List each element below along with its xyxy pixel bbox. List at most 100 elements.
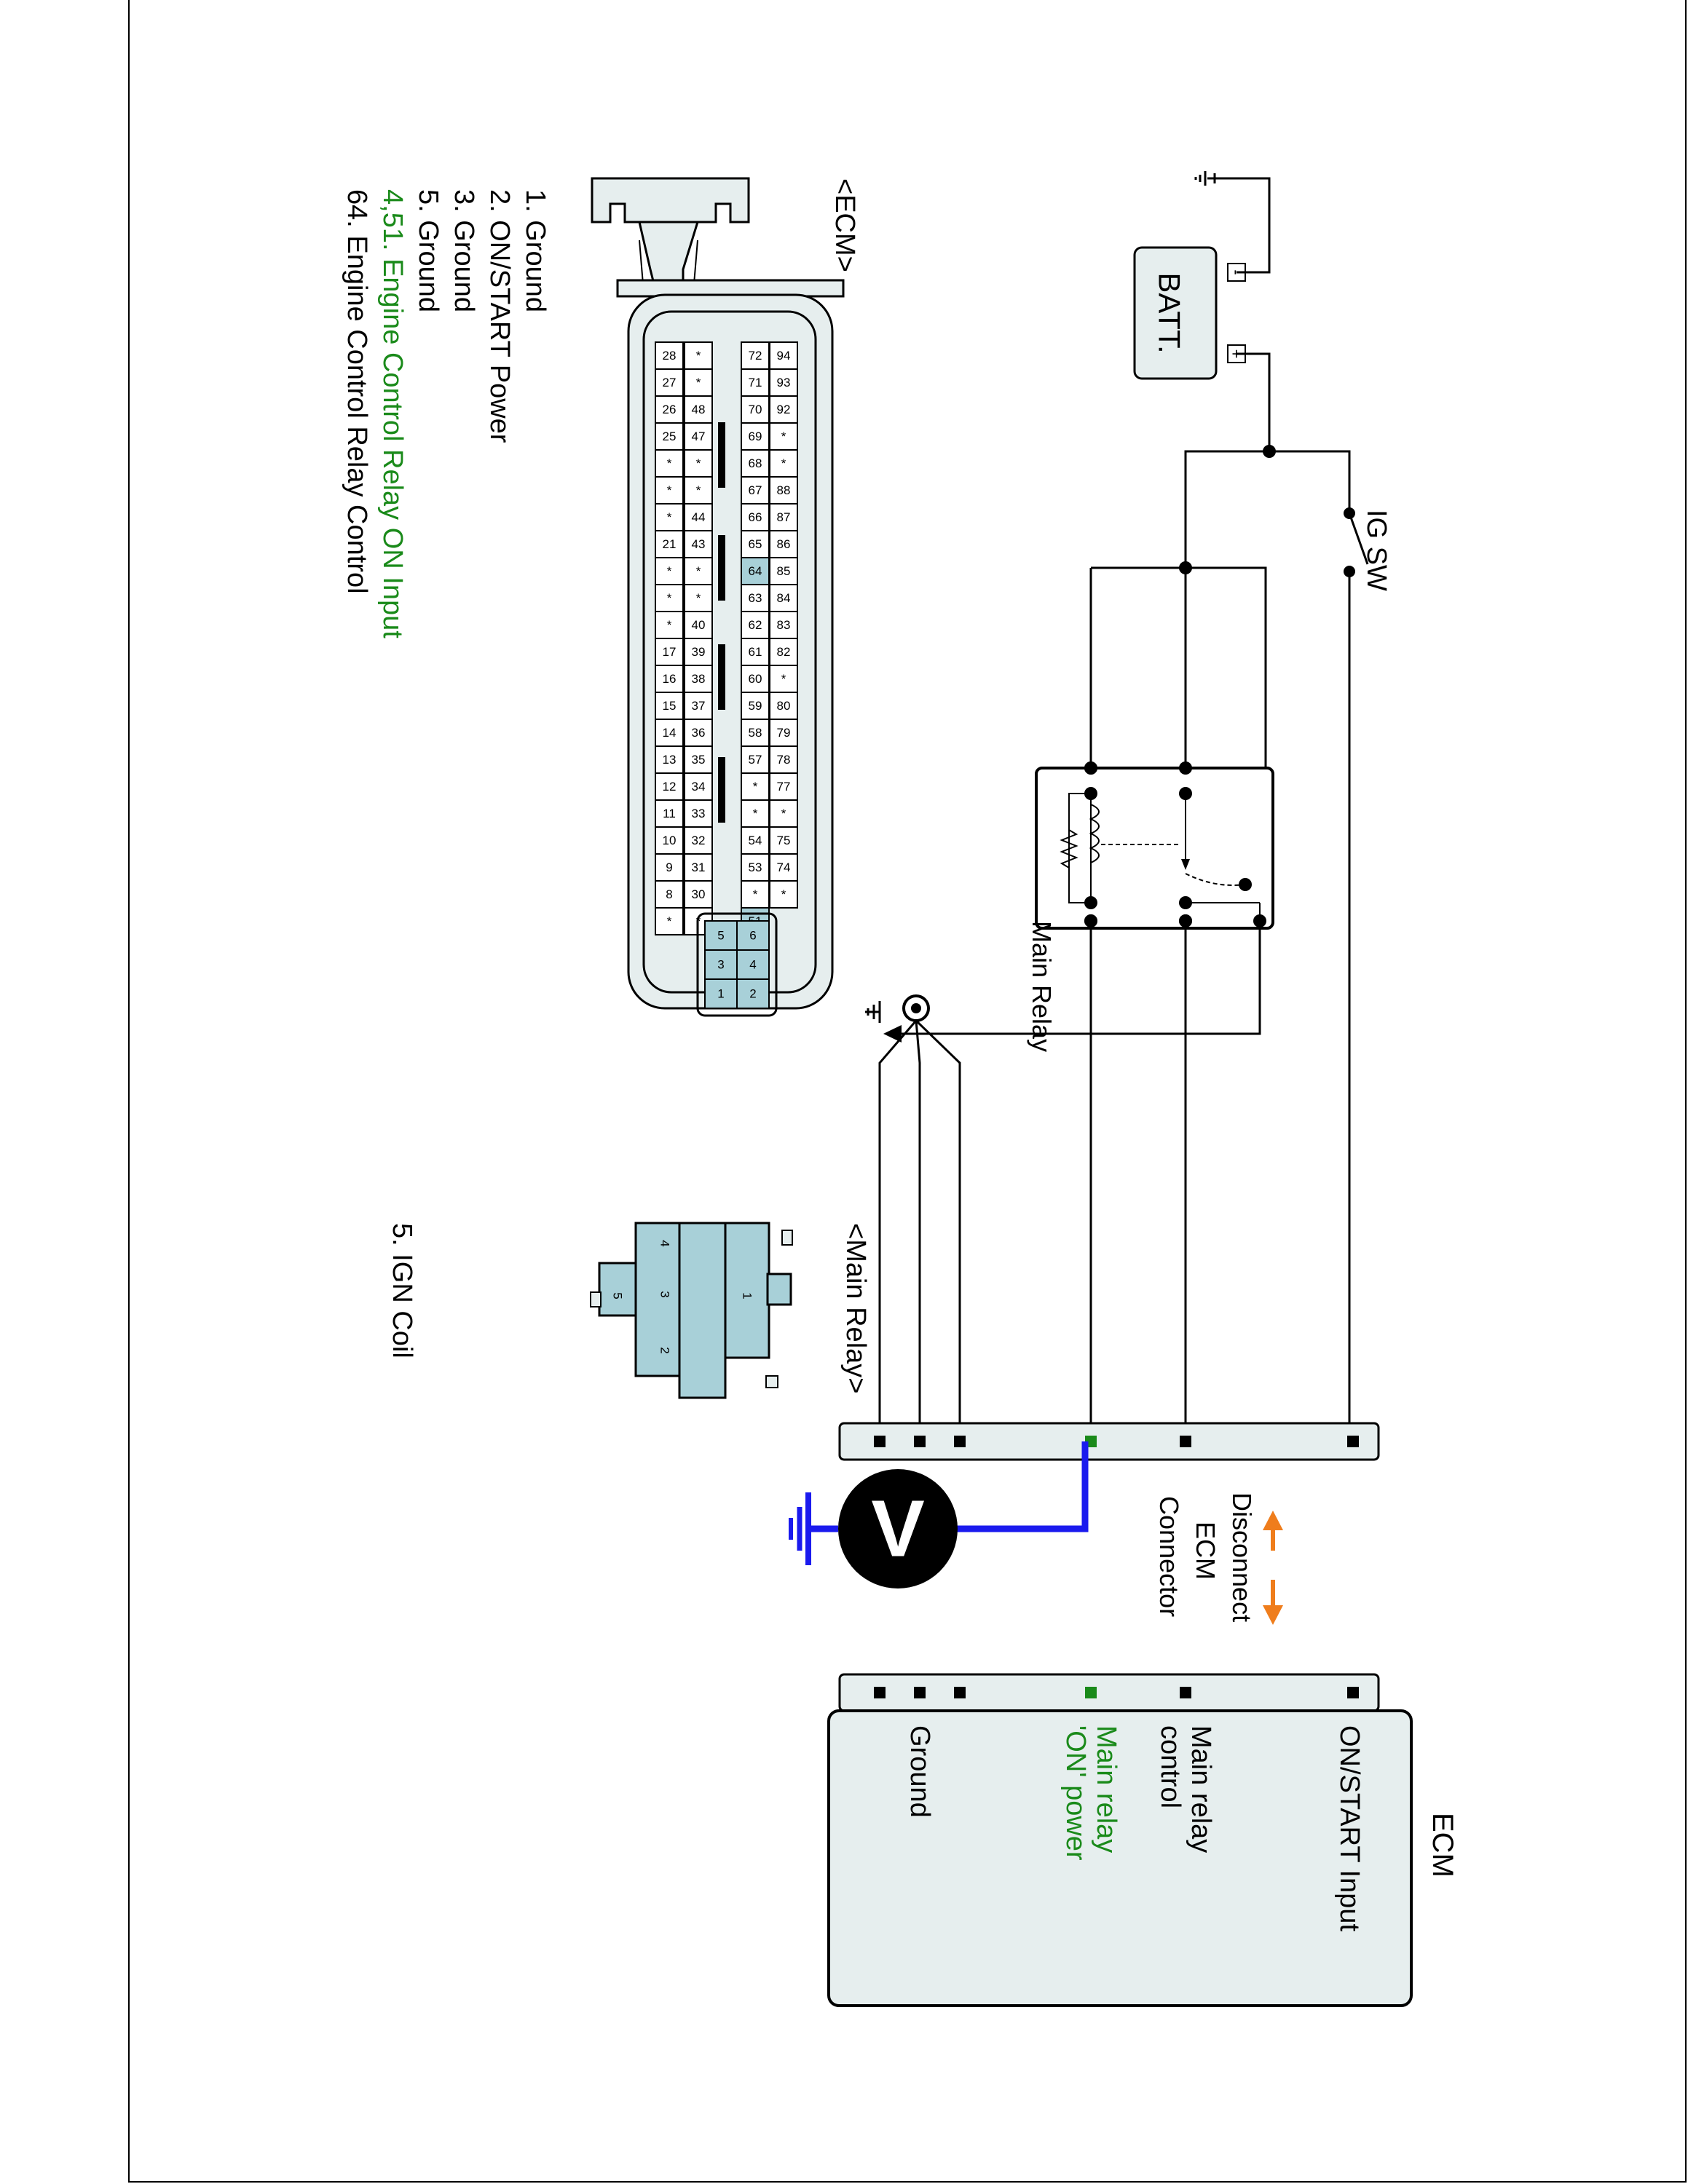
main-relay-connector-title: <Main Relay> [840, 1223, 871, 1393]
ig-switch-blade [1348, 513, 1369, 565]
ecm-pin-label: 60 [749, 672, 762, 686]
ecm-legend-item: 4,51. Engine Control Relay ON Input [377, 189, 408, 638]
ecm-pin-label: 58 [749, 726, 762, 740]
ecm-pin-label: * [696, 483, 701, 497]
ecm-pin-label: 54 [749, 834, 762, 847]
battery-positive-wire [1237, 352, 1271, 451]
ecm-pin-label: 94 [777, 349, 791, 363]
relay-output-wire [902, 921, 1261, 1035]
ecm-key [718, 535, 725, 601]
voltmeter [838, 1469, 958, 1588]
ecm-pin-label: 68 [749, 456, 762, 470]
ecm-pin-label: 64 [749, 564, 762, 578]
ecm-power-block-frame [696, 912, 778, 1017]
relay-pin-4: 4 [658, 1240, 672, 1246]
ecm-pin-label: 12 [663, 780, 677, 794]
voltmeter-symbol: V [871, 1484, 924, 1574]
ecm-legend-item: 5. Ground [413, 189, 443, 312]
ecm-pin-label: 67 [749, 483, 762, 497]
ecm-pin-label: * [667, 510, 672, 524]
ecm-pin-label: 63 [749, 591, 762, 605]
ecm-pin-label: 66 [749, 510, 762, 524]
ecm-pin-label: 36 [692, 726, 706, 740]
battery-ground-wire [1215, 177, 1271, 274]
ig-switch-label: IG SW [1361, 510, 1392, 591]
ecm-pin-label: 84 [777, 591, 791, 605]
ecm-pin-label: * [667, 564, 672, 578]
ecm-pin-label: 61 [749, 645, 762, 659]
ecm-power-pin-label: 4 [749, 958, 756, 972]
ecm-pin-label: * [696, 564, 701, 578]
ecm-box-pin-label: ON/START Input [1334, 1725, 1365, 1931]
ecm-pin-label: 53 [749, 860, 762, 874]
ecm-power-pin-cell [704, 978, 738, 1009]
ecm-pin-label: 27 [663, 376, 677, 389]
ecm-connector-title: <ECM> [829, 178, 860, 272]
ecm-pin-label: 74 [777, 860, 791, 874]
relay-coil [1089, 804, 1100, 863]
ecm-connector-latch [591, 177, 750, 223]
ecm-pin-label: 93 [777, 376, 791, 389]
ecm-connector: <ECM> 949392**88878685848382*80797877*75… [591, 177, 860, 1017]
ecm-pin-label: 92 [777, 403, 791, 416]
ecm-pin-label: 80 [777, 699, 791, 713]
ecm-pin-label: 10 [663, 834, 677, 847]
ecm-pin-label: * [781, 807, 786, 820]
relay-pin-1-box [724, 1222, 770, 1359]
ecm-pin-label: 14 [663, 726, 677, 740]
ecm-pin-label: * [781, 887, 786, 901]
ecm-pin-label: * [667, 483, 672, 497]
ecm-pin-label: 38 [692, 672, 706, 686]
main-relay-legend: 5. IGN Coil [387, 1223, 417, 1358]
battery-label: BATT. [1153, 272, 1187, 353]
ecm-pin-label: 21 [663, 537, 677, 551]
ecm-legend-item: 64. Engine Control Relay Control [342, 189, 372, 594]
ecm-pin-label: 59 [749, 699, 762, 713]
ecm-pin-label: 82 [777, 645, 791, 659]
ecm-power-pin-label: 3 [717, 958, 724, 972]
ecm-legend-item: 2. ON/START Power [484, 189, 515, 443]
ecm-pin-label: 69 [749, 430, 762, 443]
ecm-pin-label: 78 [777, 753, 791, 767]
ecm-box-title: ECM [1427, 1813, 1459, 1878]
ecm-pin-label: 72 [749, 349, 762, 363]
ecm-pin-label: 34 [692, 780, 706, 794]
ecm-pin-label: 87 [777, 510, 791, 524]
ecm-pin-label: 39 [692, 645, 706, 659]
ecm-pin-label: 47 [692, 430, 706, 443]
ecm-pin-label: 11 [663, 807, 676, 820]
ecm-pin-label: * [696, 456, 701, 470]
ecm-pin-label: 40 [692, 618, 706, 632]
ecm-box-pin-label: Main relay [1091, 1725, 1121, 1853]
ecm-pin-label: 8 [666, 887, 672, 901]
ecm-power-pin-label: 6 [749, 929, 756, 943]
ecm-pin-label: 43 [692, 537, 706, 551]
ecm-pin-label: 62 [749, 618, 762, 632]
ecm-pin-label: 37 [692, 699, 706, 713]
ecm-pin-cell [655, 907, 684, 935]
relay-resistor [1060, 829, 1078, 869]
ecm-legend-item: 1. Ground [520, 189, 551, 312]
ecm-pin-label: 25 [663, 430, 677, 443]
battery [1133, 246, 1218, 380]
disconnect-label-1: Disconnect [1227, 1492, 1257, 1622]
ecm-pin-label: * [781, 672, 786, 686]
ecm-pin-label: * [753, 887, 758, 901]
ecm-pin-label: * [781, 430, 786, 443]
ecm-box-pin-label: Main relay [1186, 1725, 1216, 1853]
relay-center [678, 1222, 727, 1399]
ecm-pin-label: 44 [692, 510, 706, 524]
ecm-pin-label: 57 [749, 753, 762, 767]
relay-pin-2: 2 [658, 1347, 672, 1353]
relay-armature [1185, 873, 1246, 886]
ecm-pin-label: * [696, 376, 701, 389]
ecm-connector-neck [638, 221, 700, 285]
ecm-pin-label: 75 [777, 834, 791, 847]
ecm-pin-label: 17 [663, 645, 677, 659]
voltmeter-lead [938, 1441, 1089, 1532]
ecm-pin-label: * [753, 807, 758, 820]
relay-pin-3: 3 [658, 1291, 672, 1297]
